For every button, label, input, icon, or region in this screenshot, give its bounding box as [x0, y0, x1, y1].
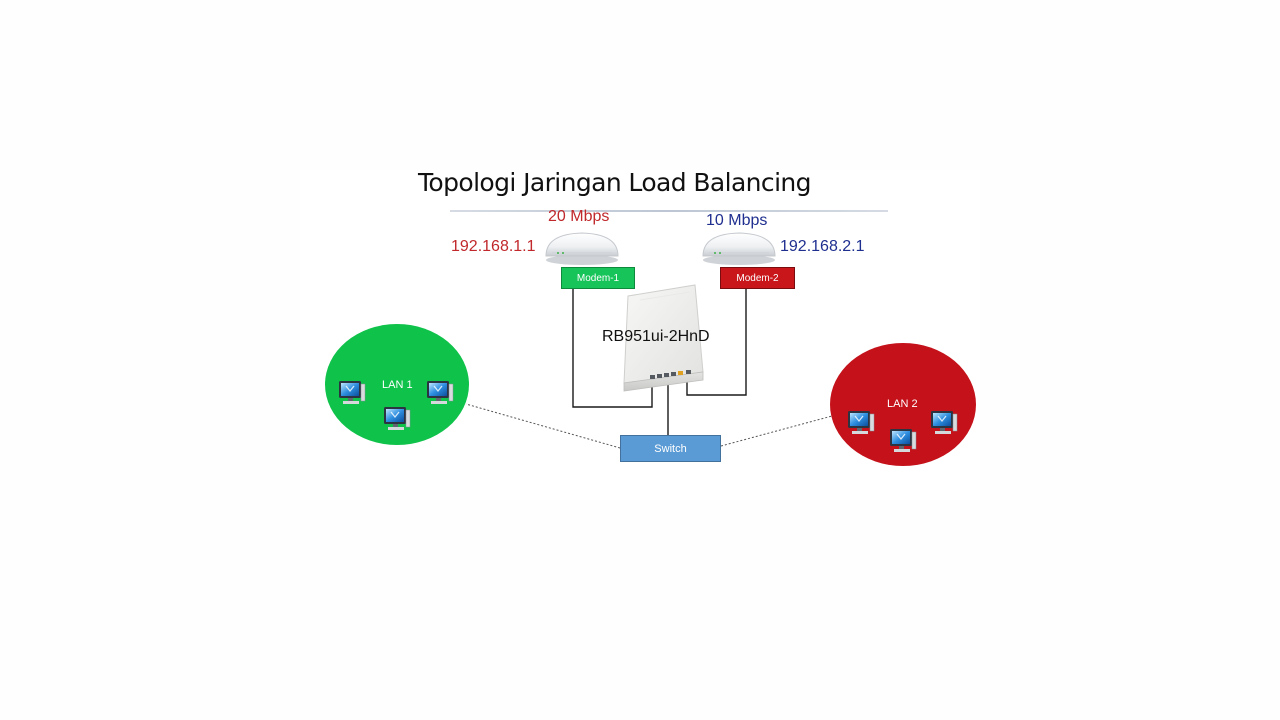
isp1-ip-address: 192.168.1.1 — [451, 238, 536, 255]
lan2-label: LAN 2 — [887, 398, 918, 410]
computer-icon — [930, 410, 958, 435]
switch-box: Switch — [620, 435, 721, 462]
wire-modem1-router — [572, 289, 653, 408]
computer-icon — [383, 406, 411, 431]
router-icon — [623, 284, 704, 392]
computer-icon — [889, 428, 917, 453]
page-title: Topologi Jaringan Load Balancing — [418, 168, 812, 197]
computer-icon — [426, 380, 454, 405]
lan1-label: LAN 1 — [382, 379, 413, 391]
link-switch-lan2 — [720, 415, 833, 447]
isp2-speed: 10 Mbps — [706, 212, 768, 229]
isp2-ip-address: 192.168.2.1 — [780, 238, 865, 255]
modem2-label-box: Modem-2 — [720, 267, 795, 289]
modem-icon — [702, 232, 776, 265]
modem-icon — [545, 232, 619, 265]
wire-modem2-router — [686, 289, 747, 396]
router-label: RB951ui-2HnD — [602, 328, 710, 345]
title-underline — [450, 210, 888, 212]
computer-icon — [847, 410, 875, 435]
link-switch-lan1 — [465, 403, 621, 449]
isp1-speed: 20 Mbps — [548, 208, 610, 225]
modem1-label-box: Modem-1 — [561, 267, 635, 289]
computer-icon — [338, 380, 366, 405]
